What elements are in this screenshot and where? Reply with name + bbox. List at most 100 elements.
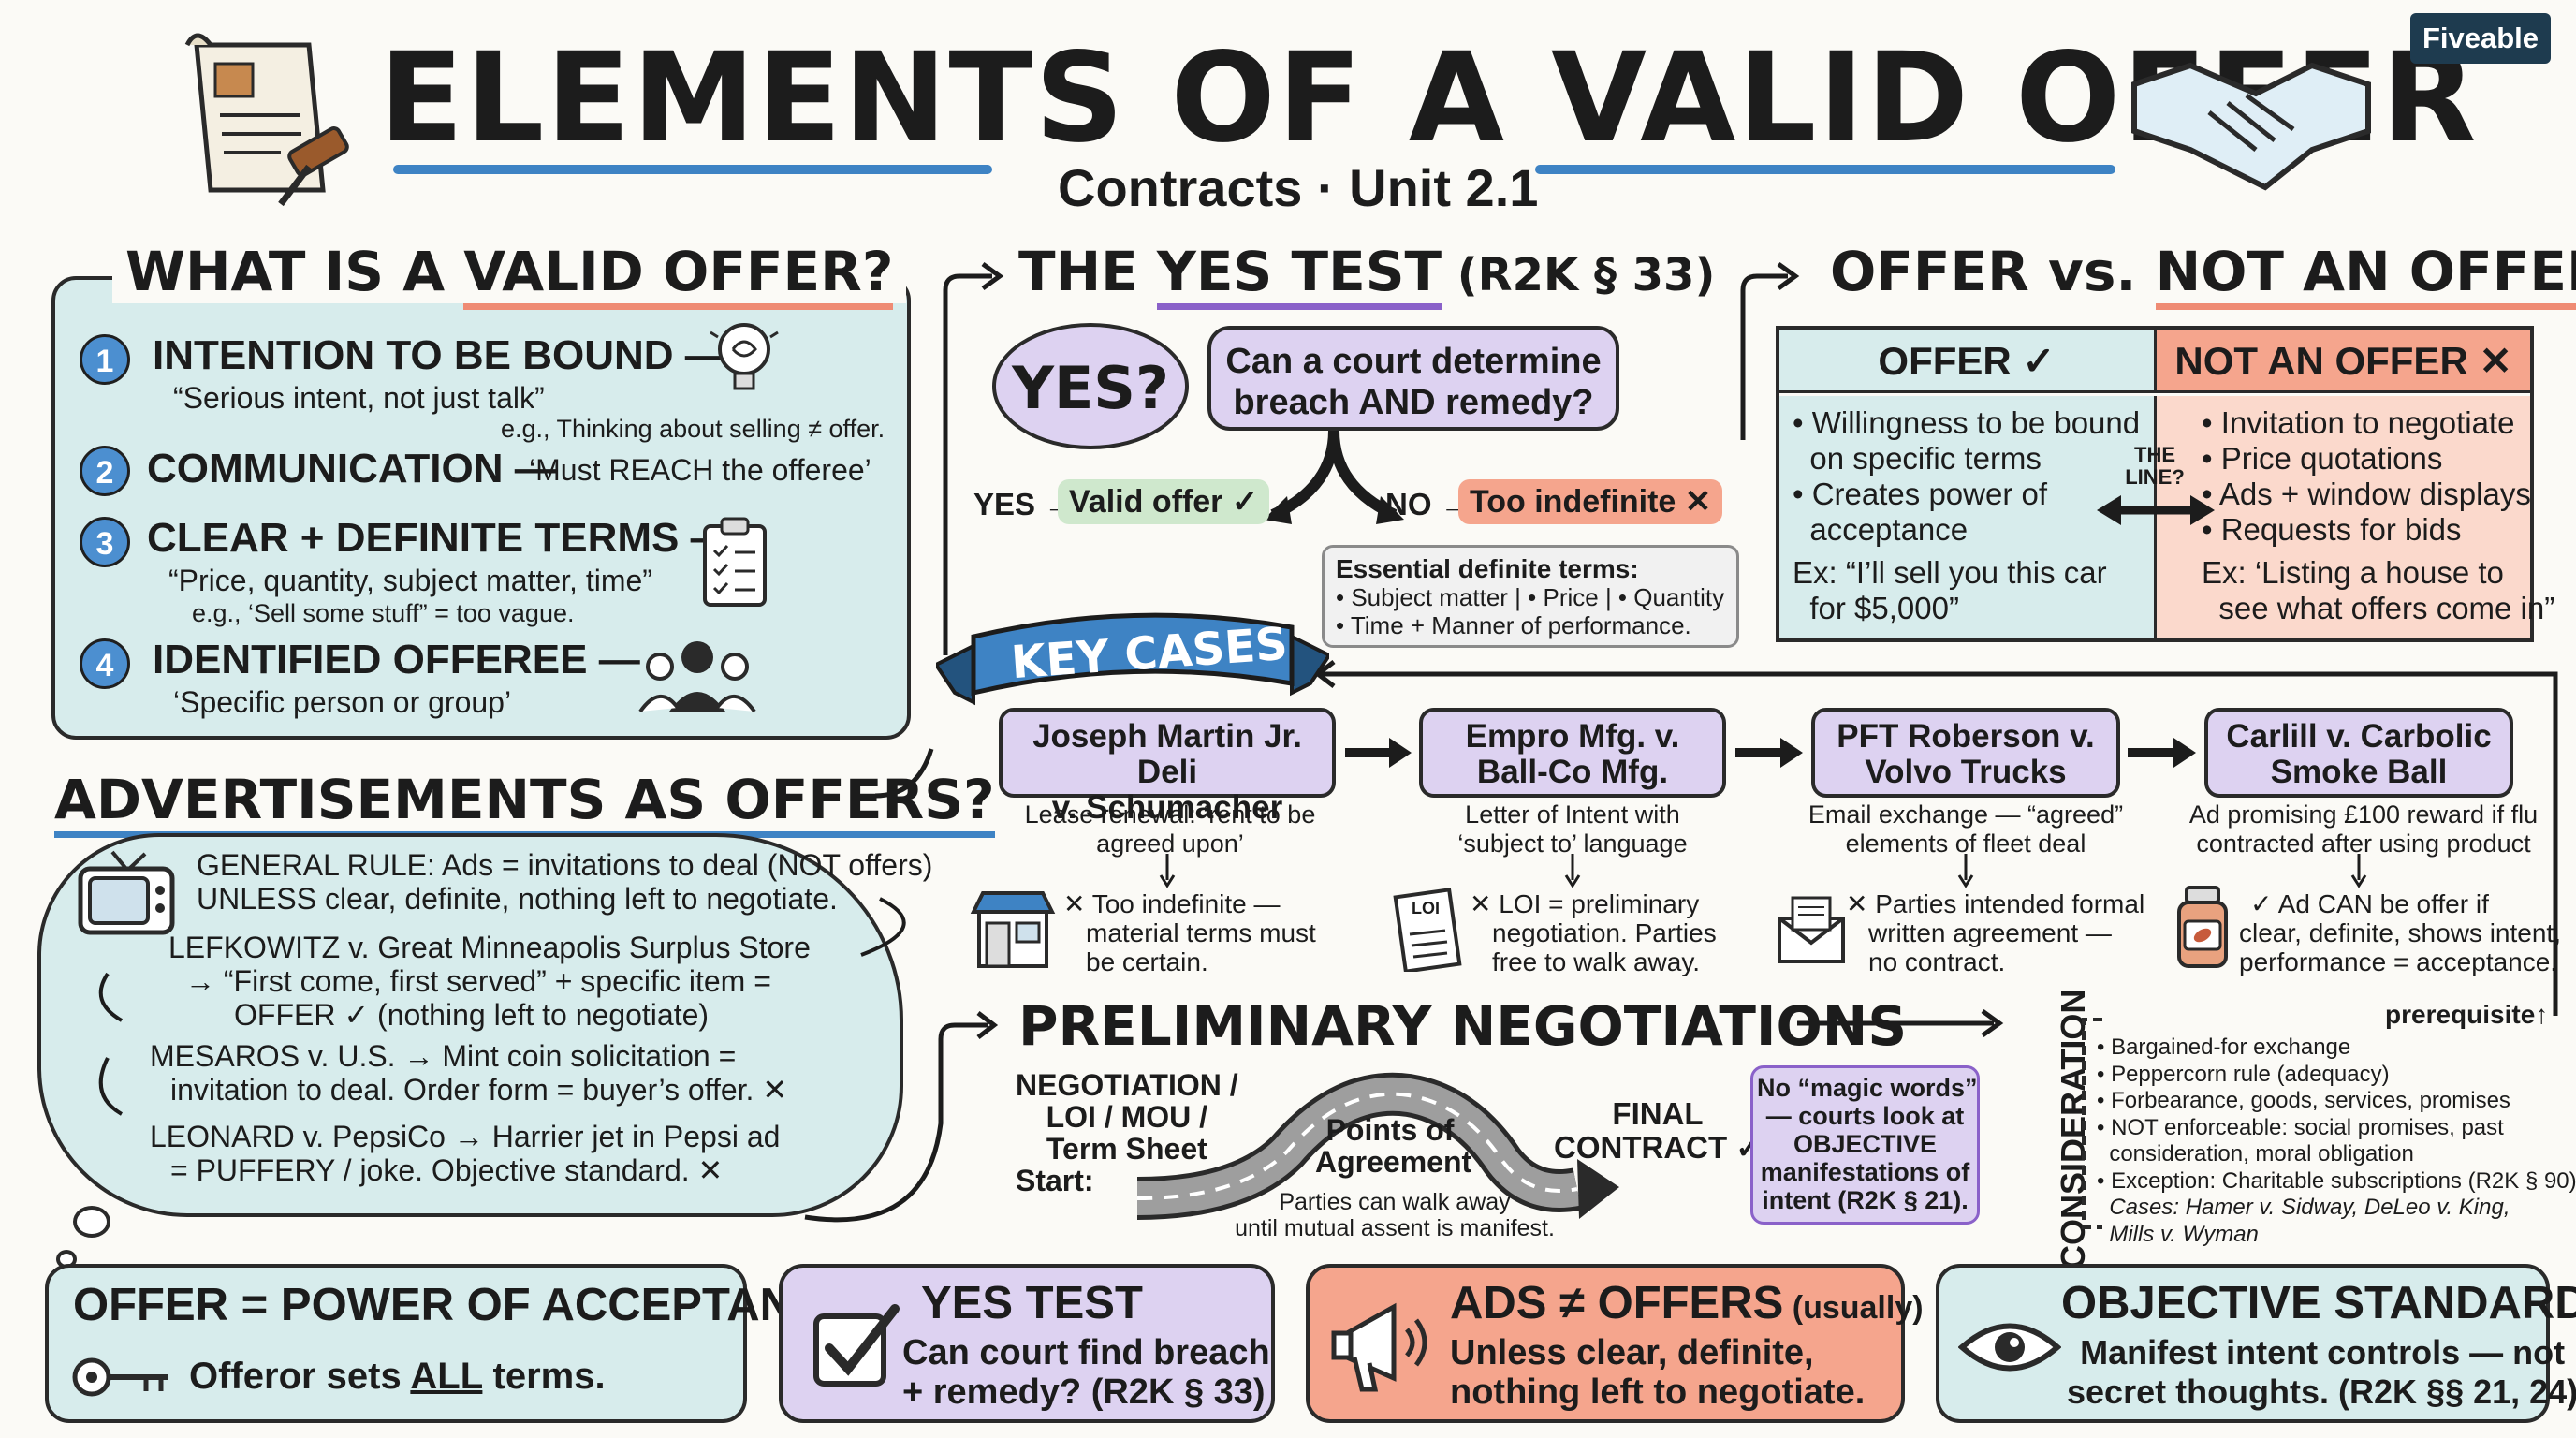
final-contract: FINAL CONTRACT ✓ [1554, 1097, 1762, 1165]
text-line: ✕ Too indefinite — [1063, 889, 1281, 918]
number-badge: 2 [80, 446, 130, 496]
summary-title-main: ADS ≠ OFFERS [1450, 1278, 1784, 1328]
case-card-carlill[interactable]: Carlill v. Carbolic Smoke Ball [2204, 708, 2513, 798]
case-facts: Lease renewal: ‘rent to be agreed upon’ [992, 800, 1348, 858]
ads-heading: ADVERTISEMENTS AS OFFERS? [54, 768, 995, 838]
scroll-gavel-icon [168, 26, 365, 213]
text-line: • Bargained-for exchange [2097, 1034, 2351, 1060]
text-line: acceptance [1793, 512, 1969, 547]
yes-test-heading-a: THE [1018, 240, 1157, 303]
case-facts: Letter of Intent with ‘subject to’ langu… [1404, 800, 1741, 858]
tv-icon [78, 850, 175, 935]
case-name: v. Schumacher [1051, 789, 1283, 826]
title-underline-right [1535, 165, 2115, 174]
text-line: negotiation. Parties [1492, 918, 1717, 947]
text-line: Term Sheet [1046, 1132, 1208, 1166]
case-title: MESAROS v. U.S. → Mint coin solicitation… [150, 1039, 737, 1073]
text-line: LINE? [2125, 465, 2185, 489]
text-line: GENERAL RULE: Ads = invitations to deal … [197, 848, 933, 882]
text-line: — courts look at [1765, 1102, 1965, 1130]
text-line: Ad promising £100 reward if flu [2188, 800, 2539, 829]
mesaros-case: MESAROS v. U.S. → Mint coin solicitation… [150, 1039, 787, 1107]
text-line: ✕ Parties intended formal [1846, 889, 2145, 918]
item-title: INTENTION TO BE BOUND — [153, 332, 726, 378]
summary-body: Unless clear, definite, nothing left to … [1450, 1333, 1865, 1412]
case-result: ✓ Ad CAN be offer if clear, definite, sh… [2239, 889, 2561, 976]
case-name: Joseph Martin Jr. Deli [1032, 718, 1302, 790]
item-example: e.g., ‘Sell some stuff” = too vague. [192, 599, 575, 627]
summary-title: YES TEST [921, 1278, 1143, 1328]
text-line: written agreement — [1868, 918, 2112, 947]
text-line: contracted after using product [2196, 829, 2531, 858]
too-indefinite-result: Too indefinite ✕ [1458, 479, 1723, 524]
valid-offer-heading-b: VALID OFFER? [463, 240, 894, 310]
lightbulb-brain-icon [710, 323, 779, 390]
text-line: for $5,000” [1793, 591, 1959, 625]
text-line: Unless clear, definite, [1450, 1333, 1814, 1372]
text-line: until mutual assent is manifest. [1235, 1215, 1555, 1241]
item-title: CLEAR + DEFINITE TERMS — [147, 515, 732, 561]
handshake-icon [2125, 28, 2378, 206]
text-line: CONTRACT ✓ [1554, 1130, 1762, 1165]
case-name: Volvo Trucks [1865, 754, 2067, 790]
case-name: Smoke Ball [2270, 754, 2448, 790]
offer-column-body: • Willingness to be bound on specific te… [1779, 396, 2154, 638]
yes-bubble-text: YES? [1012, 354, 1169, 422]
case-name: Empro Mfg. v. [1465, 718, 1680, 755]
case-facts: Email exchange — “agreed” elements of fl… [1788, 800, 2144, 858]
consideration-prereq: prerequisite↑ [2385, 1000, 2549, 1029]
leonard-case: LEONARD v. PepsiCo → Harrier jet in Peps… [150, 1120, 780, 1187]
valid-offer-item-2: 2 COMMUNICATION — ‘Must REACH the offere… [80, 446, 903, 502]
key-cases-banner: KEY CASES [933, 609, 1332, 721]
case-title: LEONARD v. PepsiCo → Harrier jet in Peps… [150, 1120, 781, 1153]
item-example: e.g., Thinking about selling ≠ offer. [501, 415, 886, 443]
text-line: agreed upon’ [1096, 829, 1244, 858]
text-line: NEGOTIATION / [1016, 1068, 1238, 1102]
case-facts: Ad promising £100 reward if flu contract… [2176, 800, 2551, 858]
yes-test-heading-c: (R2K § 33) [1442, 249, 1716, 301]
text-line: Letter of Intent with [1465, 800, 1680, 829]
summary-card-ads: ADS ≠ OFFERS (usually) Unless clear, def… [1306, 1264, 1924, 1423]
case-result: ✕ LOI = preliminary negotiation. Parties… [1470, 889, 1717, 976]
summary-body-c: terms. [482, 1356, 606, 1397]
ads-general-rule: GENERAL RULE: Ads = invitations to deal … [197, 848, 932, 916]
text-line: on specific terms [1793, 441, 2042, 476]
key-icon [72, 1357, 168, 1397]
title-underline-left [393, 165, 992, 174]
yes-bubble: YES? [992, 323, 1189, 449]
offer-vs-heading-b: NOT AN OFFER [2155, 240, 2576, 310]
case-name: PFT Roberson v. [1837, 718, 2095, 755]
case-card-joseph-martin[interactable]: Joseph Martin Jr. Deli v. Schumacher [999, 708, 1336, 826]
text-line: Can a court determine [1225, 342, 1602, 381]
lefkowitz-case: LEFKOWITZ v. Great Minneapolis Surplus S… [168, 931, 811, 1032]
eye-icon [1958, 1323, 2061, 1372]
text-line: + remedy? (R2K § 33) [902, 1372, 1266, 1412]
item-desc: ‘Must REACH the offeree’ [529, 453, 871, 487]
text-line: Can court find breach [902, 1333, 1270, 1372]
text-line: consideration, moral obligation [2097, 1141, 2414, 1167]
document-icon-label: LOI [1412, 899, 1440, 917]
case-card-empro[interactable]: Empro Mfg. v. Ball-Co Mfg. [1419, 708, 1726, 798]
summary-body-b: ALL [410, 1356, 483, 1397]
page-title: ELEMENTS OF A VALID OFFER [379, 26, 2479, 170]
summary-body-a: Offeror sets [189, 1356, 411, 1397]
text-line: elements of fleet deal [1845, 829, 2086, 858]
summary-body: Can court find breach + remedy? (R2K § 3… [902, 1333, 1270, 1412]
text-line: Lease renewal: ‘rent to be [1024, 800, 1316, 829]
ads-cloud-panel [37, 833, 903, 1217]
text-line: material terms must [1086, 918, 1316, 947]
summary-title: OFFER = POWER OF ACCEPTANCE [73, 1280, 857, 1330]
text-line: clear, definite, shows intent, [2239, 918, 2561, 947]
text-line: • Invitation to negotiate [2202, 405, 2515, 440]
offer-vs-heading-a: OFFER vs. [1830, 240, 2156, 303]
number-badge: 4 [80, 638, 130, 689]
text-line: Agreement [1315, 1145, 1472, 1179]
the-line-label: THE LINE? [2117, 444, 2192, 489]
case-card-pft-roberson[interactable]: PFT Roberson v. Volvo Trucks [1811, 708, 2120, 798]
valid-offer-item-4: 4 IDENTIFIED OFFEREE — ‘Specific person … [80, 637, 903, 730]
item-title: IDENTIFIED OFFEREE — [153, 637, 640, 682]
essential-terms-box: Essential definite terms: • Subject matt… [1322, 545, 1739, 648]
yes-question-box: Can a court determine breach AND remedy? [1208, 326, 1619, 431]
yes-test-heading: THE YES TEST (R2K § 33) [1018, 240, 1716, 310]
text-line: • Price quotations [2202, 441, 2443, 476]
